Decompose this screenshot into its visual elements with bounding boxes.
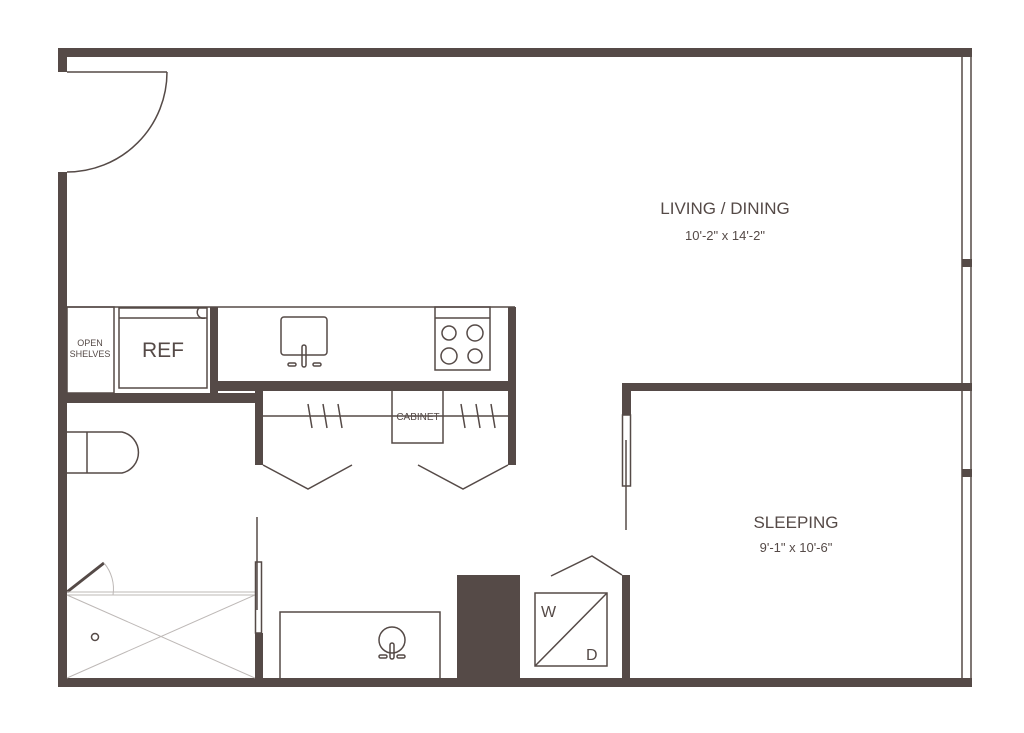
entry-door[interactable] [66,71,168,173]
cabinet-label: CABINET [396,412,439,423]
room-dimensions-living-dining: 10'-2" x 14'-2" [685,228,765,243]
kitchen: OPEN SHELVES REF CABINET [66,306,516,490]
sleeping-partition [621,383,972,687]
structural-column [457,575,520,687]
toilet-icon [67,431,140,474]
vanity-sink-icon [279,611,441,678]
room-name-living-dining: LIVING / DINING [660,199,789,218]
bathtub-icon [66,591,256,679]
bathroom-door[interactable] [66,561,114,596]
open-shelves-label-2: SHELVES [70,349,111,359]
sleeping-sliding-door[interactable] [620,415,632,530]
washer-label: W [541,604,557,621]
room-name-sleeping: SLEEPING [753,513,838,532]
room-dimensions-sleeping: 9'-1" x 10'-6" [760,540,833,555]
refrigerator [118,307,208,389]
cabinets [262,389,509,490]
washer-dryer: W D [534,555,623,667]
stove-icon [434,306,491,371]
ref-label: REF [142,339,184,362]
open-shelves-label: OPEN [77,338,103,348]
window-wall [961,57,972,678]
kitchen-sink-icon [280,316,328,368]
dryer-label: D [586,647,598,664]
bathroom [66,431,441,679]
